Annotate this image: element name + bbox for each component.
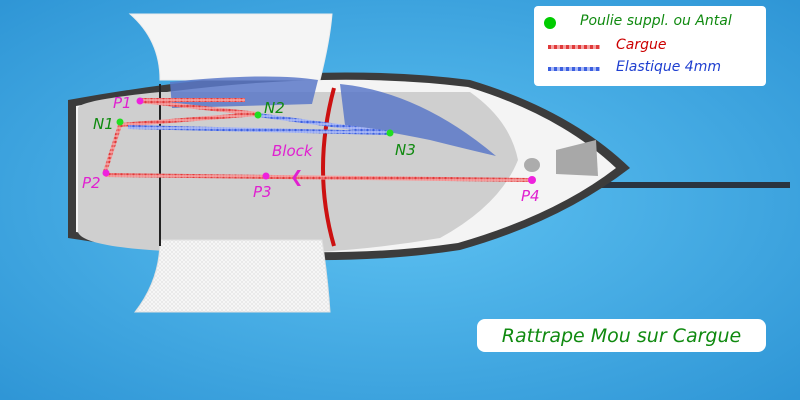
cargue-rope (103, 98, 531, 182)
pulley-n3 (386, 129, 394, 137)
wing-bottom (133, 239, 331, 313)
legend-label-cargue: Cargue (616, 37, 667, 53)
deck-shade-right (340, 84, 496, 156)
label-p4: P4 (521, 187, 540, 205)
pulley-n1 (116, 118, 124, 126)
label-p1: P1 (113, 94, 132, 112)
label-block: Block (272, 142, 314, 160)
diagram-title: Rattrape Mou sur Cargue (477, 319, 766, 352)
legend: Poulie suppl. ou Antal Cargue Elastique … (534, 6, 766, 86)
green-dot-icon (544, 17, 556, 29)
deck-shade-left (170, 76, 318, 108)
mast-beam-arc (321, 87, 336, 247)
point-p2 (102, 169, 110, 177)
blue-rope-icon (548, 67, 600, 71)
label-n3: N3 (395, 141, 416, 159)
legend-label-pulley: Poulie suppl. ou Antal (580, 13, 732, 29)
point-p3 (262, 172, 270, 180)
point-p4 (528, 176, 536, 184)
legend-label-elastique: Elastique 4mm (616, 59, 721, 75)
label-p2: P2 (82, 174, 101, 192)
block-marker: ❮ (290, 167, 303, 186)
label-p3: P3 (253, 183, 272, 201)
bow-hatch (556, 140, 598, 176)
wing-top (128, 13, 333, 81)
pulley-n2 (254, 111, 262, 119)
point-p1 (136, 97, 144, 105)
label-n2: N2 (264, 99, 285, 117)
legend-item-elastique: Elastique 4mm (534, 58, 766, 78)
elastique-rope (127, 113, 391, 135)
legend-item-cargue: Cargue (534, 36, 766, 56)
diagram-title-text: Rattrape Mou sur Cargue (501, 324, 742, 347)
red-rope-icon (548, 45, 600, 49)
mast-foot (524, 158, 540, 172)
label-n1: N1 (93, 115, 114, 133)
legend-item-pulley: Poulie suppl. ou Antal (534, 12, 766, 32)
bowsprit (600, 182, 790, 188)
